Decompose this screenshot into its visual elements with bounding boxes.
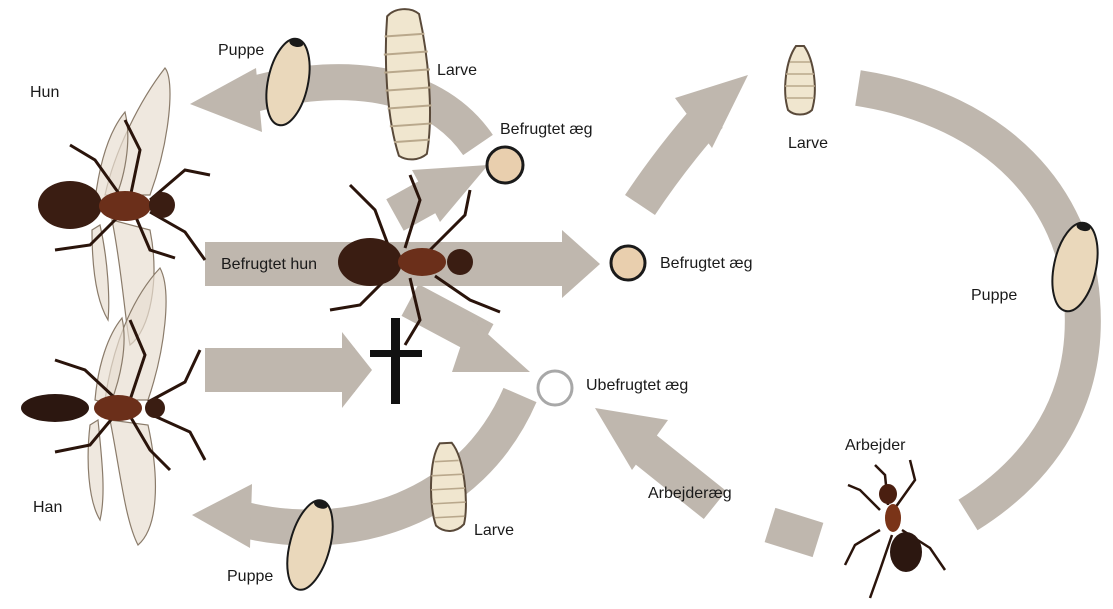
worker-thorax: [885, 504, 901, 532]
larva-top: [380, 8, 436, 161]
arrows: [190, 68, 1083, 548]
label-larve-bottom: Larve: [474, 522, 514, 540]
arrow-han-to-cross: [205, 348, 355, 392]
arrow-bottom-left-arc: [245, 395, 520, 528]
egg-unfertilised: [538, 371, 572, 405]
label-larve-right: Larve: [788, 135, 828, 153]
egg-fertilised-mid: [611, 246, 645, 280]
label-puppe-top: Puppe: [218, 42, 264, 60]
label-hun: Hun: [30, 84, 59, 102]
egg-fertilised-top: [487, 147, 523, 183]
label-befrugtet-hun: Befrugtet hun: [221, 256, 317, 274]
arrowhead-to-hun: [190, 68, 262, 132]
pupa-top: [259, 35, 316, 129]
label-puppe-right: Puppe: [971, 287, 1017, 305]
larva-right: [785, 46, 815, 115]
arrowhead-cross: [342, 332, 372, 408]
worker-gaster: [890, 532, 922, 572]
queen-thorax: [99, 191, 151, 221]
queen-head: [149, 192, 175, 218]
arrow-worker-dashed: [770, 525, 818, 540]
worker-ant: [845, 460, 945, 598]
label-puppe-bottom: Puppe: [227, 568, 273, 586]
worker-head: [879, 484, 897, 504]
label-arbejder: Arbejder: [845, 437, 905, 455]
male-head: [145, 398, 165, 418]
label-ubefrugtet-aeg: Ubefrugtet æg: [586, 377, 688, 395]
label-han: Han: [33, 499, 62, 517]
male-thorax: [94, 395, 142, 421]
winged-queen-ant: [38, 68, 210, 345]
label-befrugtet-aeg-top: Befrugtet æg: [500, 121, 593, 139]
male-gaster: [21, 394, 89, 422]
label-larve-top: Larve: [437, 62, 477, 80]
label-befrugtet-aeg-mid: Befrugtet æg: [660, 255, 753, 273]
fertilised-queen-thorax: [398, 248, 446, 276]
label-arbejderaeg: Arbejderæg: [648, 485, 732, 503]
fertilised-queen-head: [447, 249, 473, 275]
arrowhead-mid-egg: [562, 230, 600, 298]
queen-gaster: [38, 181, 102, 229]
fertilised-queen-gaster: [338, 238, 402, 286]
arrowhead-to-han: [192, 484, 252, 548]
